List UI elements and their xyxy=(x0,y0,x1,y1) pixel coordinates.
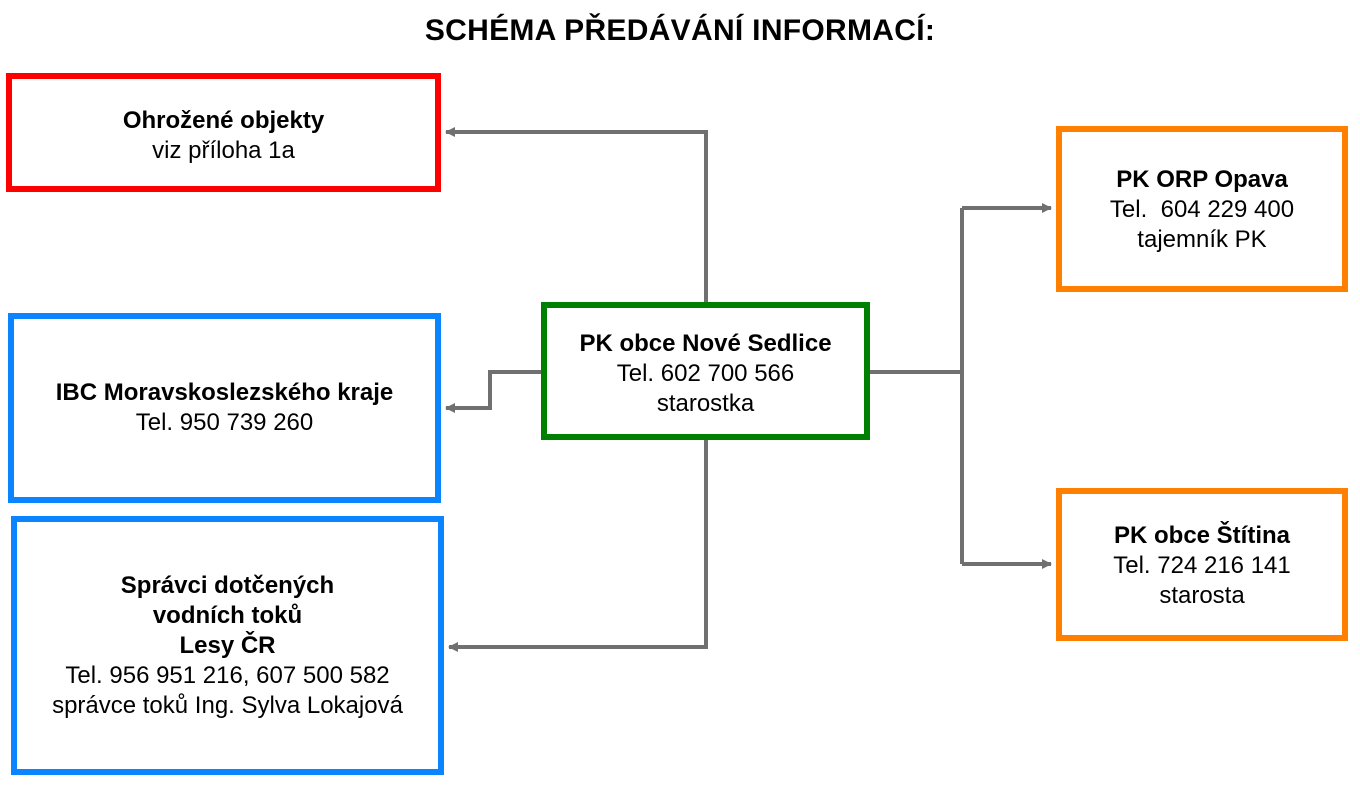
node-orp-phone: Tel. 604 229 400 xyxy=(1109,196,1295,223)
node-threatened-detail: viz příloha 1a xyxy=(152,137,295,164)
node-stitina-role: starosta xyxy=(1159,582,1245,609)
node-managers-line3: Lesy ČR xyxy=(179,631,276,659)
node-stitina-phone: Tel. 724 216 141 xyxy=(1113,552,1291,579)
node-ibc-name: IBC Moravskoslezského kraje xyxy=(55,379,394,406)
node-center-name: PK obce Nové Sedlice xyxy=(579,330,832,357)
node-watercourse-managers: Správci dotčených vodních toků Lesy ČR T… xyxy=(11,516,444,775)
connector-center-to-managers xyxy=(448,440,708,652)
node-center-role: starostka xyxy=(656,390,755,417)
node-managers-phone: Tel. 956 951 216, 607 500 582 xyxy=(65,661,390,689)
node-orp-role: tajemník PK xyxy=(1137,226,1267,253)
node-managers-line1: Správci dotčených xyxy=(120,571,335,599)
node-pk-stitina: PK obce Štítina Tel. 724 216 141 starost… xyxy=(1056,488,1348,641)
node-threatened-name: Ohrožené objekty xyxy=(122,107,325,134)
node-managers-role: správce toků Ing. Sylva Lokajová xyxy=(52,691,403,719)
connector-center-to-threatened xyxy=(445,127,708,302)
node-ibc-phone: Tel. 950 739 260 xyxy=(135,409,314,436)
node-ibc: IBC Moravskoslezského kraje Tel. 950 739… xyxy=(8,313,441,503)
node-threatened-objects: Ohrožené objekty viz příloha 1a xyxy=(6,73,441,192)
connector-center-to-ibc xyxy=(445,370,541,413)
node-center-pk-nove-sedlice: PK obce Nové Sedlice Tel. 602 700 566 st… xyxy=(541,302,870,440)
node-center-phone: Tel. 602 700 566 xyxy=(616,360,795,387)
diagram-title: SCHÉMA PŘEDÁVÁNÍ INFORMACÍ: xyxy=(424,14,936,47)
node-stitina-name: PK obce Štítina xyxy=(1113,522,1291,549)
node-managers-line2: vodních toků xyxy=(152,601,303,629)
node-orp-name: PK ORP Opava xyxy=(1116,166,1288,193)
node-pk-orp-opava: PK ORP Opava Tel. 604 229 400 tajemník P… xyxy=(1056,126,1348,292)
